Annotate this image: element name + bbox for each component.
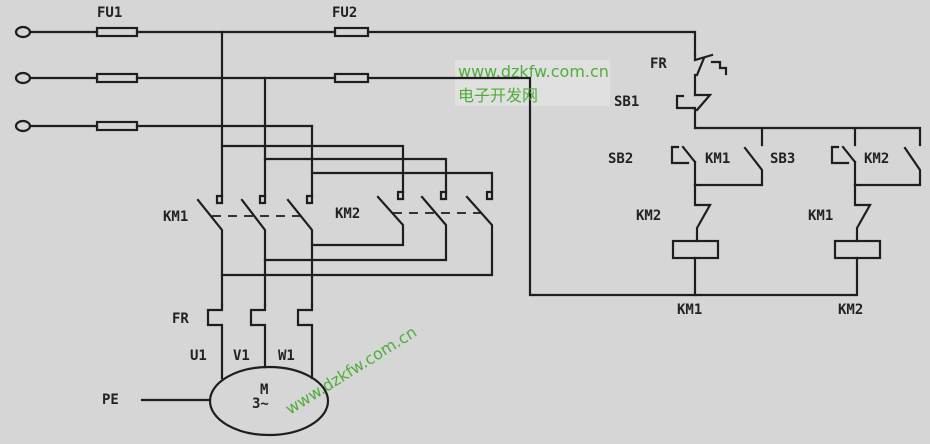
sb3-label: SB3 bbox=[770, 151, 795, 167]
supply-lines bbox=[28, 30, 857, 297]
motor-phase-label: 3~ bbox=[252, 396, 269, 412]
input-terminals bbox=[14, 25, 32, 133]
fr-contact-label: FR bbox=[650, 56, 667, 72]
sb2-label: SB2 bbox=[608, 151, 633, 167]
power-wiring bbox=[140, 30, 494, 402]
control-wiring bbox=[670, 53, 922, 297]
km2-hold-label: KM2 bbox=[864, 151, 889, 167]
fr-thermal-label: FR bbox=[172, 311, 189, 327]
watermark-backdrop bbox=[455, 60, 610, 106]
watermark-cn: 电子开发网 bbox=[458, 86, 538, 105]
fu1-label: FU1 bbox=[97, 5, 122, 21]
km2-main-label: KM2 bbox=[335, 206, 360, 222]
w1-label: W1 bbox=[278, 348, 295, 364]
km1-main-label: KM1 bbox=[163, 209, 188, 225]
coil-km1-label: KM1 bbox=[677, 302, 702, 318]
watermark-url: www.dzkfw.com.cn bbox=[458, 62, 609, 81]
pe-label: PE bbox=[102, 392, 119, 408]
km2-interlock-label: KM2 bbox=[636, 208, 661, 224]
fuses bbox=[95, 26, 370, 132]
motor-symbol bbox=[208, 365, 330, 437]
watermark-url-rotated: www.dzkfw.com.cn bbox=[282, 322, 420, 418]
u1-label: U1 bbox=[190, 348, 207, 364]
km1-interlock-label: KM1 bbox=[808, 208, 833, 224]
fu2-label: FU2 bbox=[332, 5, 357, 21]
sb1-label: SB1 bbox=[614, 94, 639, 110]
v1-label: V1 bbox=[233, 348, 250, 364]
motor-label: M bbox=[260, 382, 268, 398]
coil-km2-label: KM2 bbox=[838, 302, 863, 318]
km1-hold-label: KM1 bbox=[705, 151, 730, 167]
